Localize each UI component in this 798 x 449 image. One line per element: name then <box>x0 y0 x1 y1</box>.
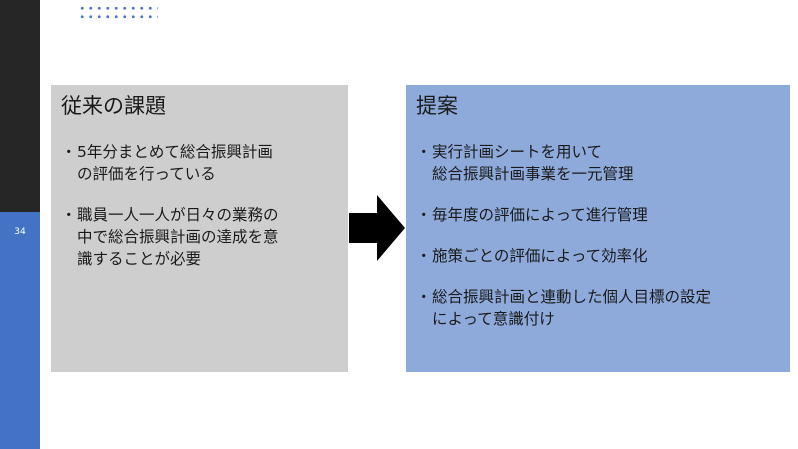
proposal-title: 提案 <box>416 94 458 118</box>
bullet-symbol: ・ <box>416 206 432 224</box>
dot-grid-decoration <box>78 4 158 22</box>
current-issues-title: 従来の課題 <box>61 94 166 118</box>
list-item-text: 職員一人一人が日々の業務の 中で総合振興計画の達成を意 識することが必要 <box>77 206 279 268</box>
list-item-text: 施策ごとの評価によって効率化 <box>432 247 648 265</box>
bullet-symbol: ・ <box>416 247 432 265</box>
sidebar-accent-band <box>0 212 40 449</box>
bullet-symbol: ・ <box>416 143 432 161</box>
list-item-text: 総合振興計画と連動した個人目標の設定 によって意識付け <box>432 288 712 328</box>
current-issues-panel: 従来の課題 ・ 5年分まとめて総合振興計画 の評価を行っている ・ 職員一人一人… <box>51 85 348 372</box>
list-item-text: 実行計画シートを用いて 総合振興計画事業を一元管理 <box>432 143 634 183</box>
sidebar-dark-band <box>0 0 40 212</box>
list-item-text: 毎年度の評価によって進行管理 <box>432 206 648 224</box>
list-item-text: 5年分まとめて総合振興計画 の評価を行っている <box>77 143 273 183</box>
list-item: ・ 5年分まとめて総合振興計画 の評価を行っている <box>61 141 338 185</box>
bullet-symbol: ・ <box>416 288 432 306</box>
list-item: ・ 施策ごとの評価によって効率化 <box>416 245 780 267</box>
list-item: ・ 総合振興計画と連動した個人目標の設定 によって意識付け <box>416 286 780 330</box>
bullet-symbol: ・ <box>61 143 77 161</box>
list-item: ・ 職員一人一人が日々の業務の 中で総合振興計画の達成を意 識することが必要 <box>61 204 338 270</box>
right-arrow-icon <box>349 195 405 261</box>
bullet-symbol: ・ <box>61 206 77 224</box>
list-item: ・ 毎年度の評価によって進行管理 <box>416 204 780 226</box>
list-item: ・ 実行計画シートを用いて 総合振興計画事業を一元管理 <box>416 141 780 185</box>
page-number: 34 <box>14 227 26 237</box>
proposal-panel: 提案 ・ 実行計画シートを用いて 総合振興計画事業を一元管理 ・ 毎年度の評価に… <box>406 85 790 372</box>
